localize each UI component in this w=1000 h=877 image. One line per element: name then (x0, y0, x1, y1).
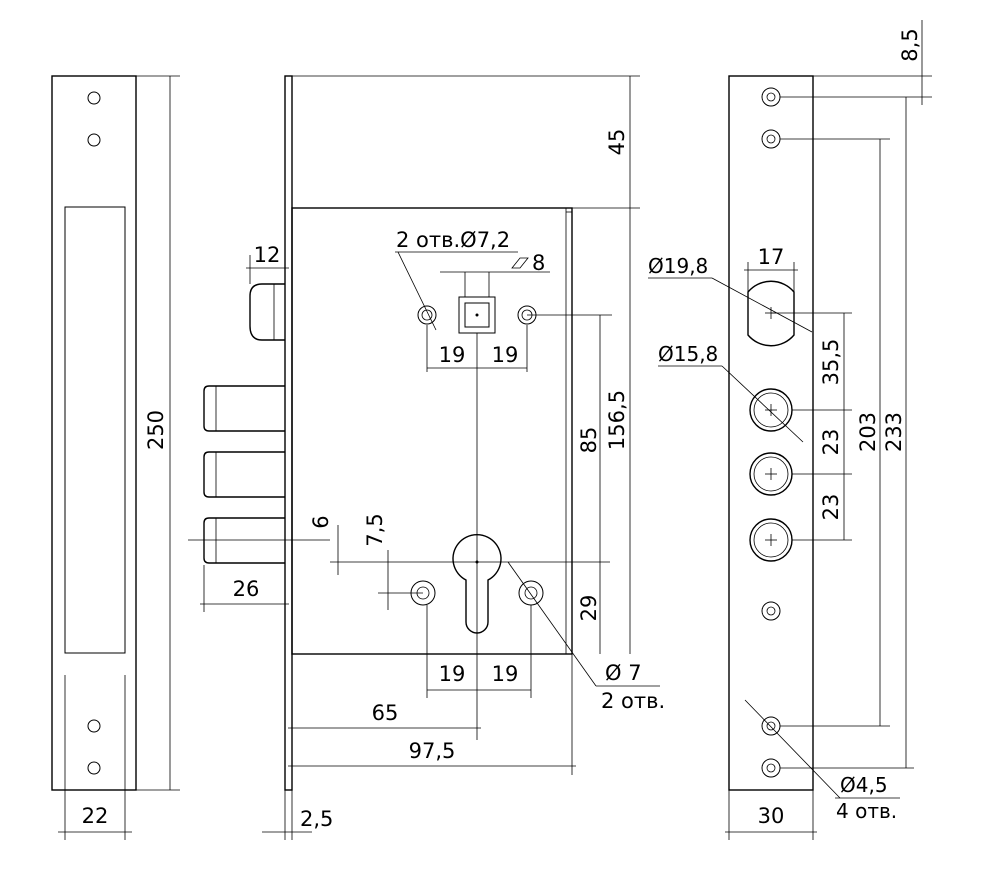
dim-23-upper-label: 23 (819, 429, 843, 456)
right-face-plate: 8,5 233 203 35,5 23 23 17 Ø19,8 Ø15,8 (648, 20, 932, 840)
cylinder-screw-hole (518, 580, 544, 606)
dim-156-5-label: 156,5 (605, 390, 629, 450)
deadbolt (203, 517, 285, 564)
dim-12-label: 12 (254, 243, 281, 267)
left-plate-height-label: 250 (144, 410, 168, 450)
square-8-label: 8 (532, 251, 545, 275)
holes-4-count-label: 4 отв. (836, 799, 897, 823)
left-plate-window (64, 206, 126, 654)
right-plate-outline (728, 75, 814, 791)
plate-screw-hole (761, 716, 781, 736)
dim-30-label: 30 (758, 804, 785, 828)
handle-screw-hole (417, 305, 437, 325)
dim-65-label: 65 (372, 701, 399, 725)
dim-8-5-label: 8,5 (898, 28, 922, 61)
plate-screw-hole (761, 129, 781, 149)
lock-body-view: 45 12 2 отв.Ø7,2 8 19 19 (188, 75, 665, 840)
deadbolts (203, 385, 285, 564)
left-plate-hole (87, 133, 101, 147)
dim-2-5-label: 2,5 (300, 807, 333, 831)
left-plate-width-label: 22 (82, 804, 109, 828)
dim-233-label: 233 (882, 412, 906, 452)
plate-screw-hole (761, 87, 781, 107)
dim-203-label: 203 (856, 412, 880, 452)
dim-97-5-label: 97,5 (409, 739, 456, 763)
dim-19-lower-left: 19 (439, 662, 466, 686)
hole-7-label: Ø 7 (605, 661, 642, 685)
left-plate-hole (87, 761, 101, 775)
hole-7-count-label: 2 отв. (601, 689, 665, 713)
plate-screw-hole (761, 758, 781, 778)
lock-body-outline (291, 207, 573, 655)
dim-7-5-label: 7,5 (363, 513, 387, 546)
dim-6-label: 6 (309, 515, 333, 528)
left-plate-outline (51, 75, 137, 791)
dim-19-upper-right: 19 (492, 343, 519, 367)
left-face-plate: 250 22 (51, 75, 180, 840)
latch-bolt (249, 283, 285, 341)
dim-85-label: 85 (577, 427, 601, 454)
latch-opening (747, 280, 795, 347)
dim-29-label: 29 (577, 595, 601, 622)
square-symbol-icon (511, 257, 529, 269)
dim-26-label: 26 (233, 577, 260, 601)
diameter-19-8-label: Ø19,8 (648, 254, 708, 278)
dim-45-label: 45 (605, 129, 629, 156)
left-plate-hole (87, 91, 101, 105)
diameter-15-8-label: Ø15,8 (658, 342, 718, 366)
dim-35-5-label: 35,5 (819, 339, 843, 386)
plate-screw-hole (761, 601, 781, 621)
diameter-4-5-label: Ø4,5 (840, 773, 888, 797)
deadbolt (203, 385, 285, 432)
spindle-square (464, 302, 490, 328)
holes-7-2-label: 2 отв.Ø7,2 (396, 228, 510, 252)
left-plate-hole (87, 719, 101, 733)
dim-23-lower-label: 23 (819, 494, 843, 521)
lock-faceplate-edge (284, 75, 293, 791)
dim-19-upper-left: 19 (439, 343, 466, 367)
cylinder-cutout (452, 533, 502, 634)
dim-17-label: 17 (758, 245, 785, 269)
dim-19-lower-right: 19 (492, 662, 519, 686)
deadbolt (203, 451, 285, 498)
